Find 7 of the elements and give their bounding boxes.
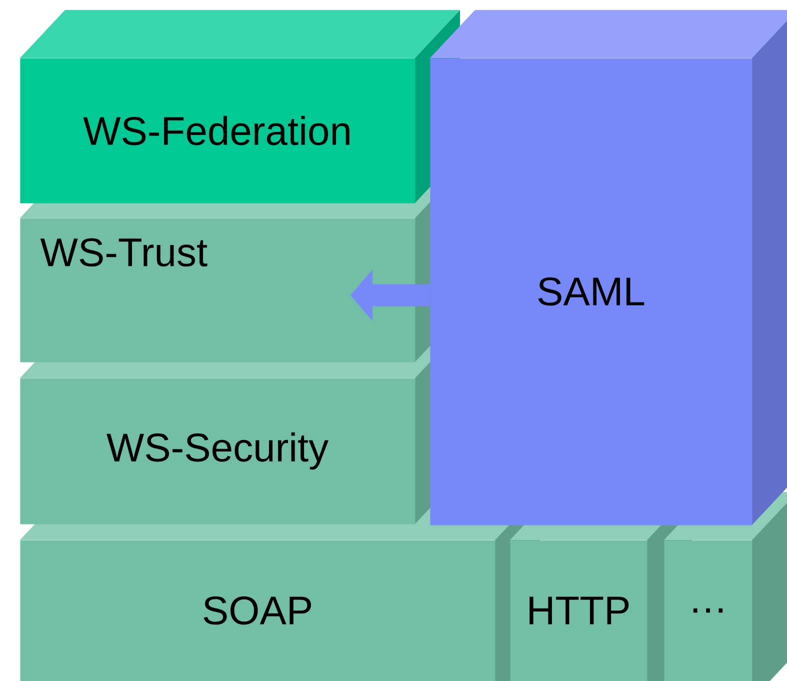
layer-box: WS-Trust <box>20 170 460 362</box>
layer-box: WS-Federation <box>20 10 460 204</box>
layer-box: WS-Security <box>20 330 460 524</box>
layer-box: … <box>664 492 787 681</box>
node-label: WS-Security <box>106 432 329 470</box>
layer-box: SAML <box>430 10 787 526</box>
node-label: SOAP <box>204 596 311 625</box>
